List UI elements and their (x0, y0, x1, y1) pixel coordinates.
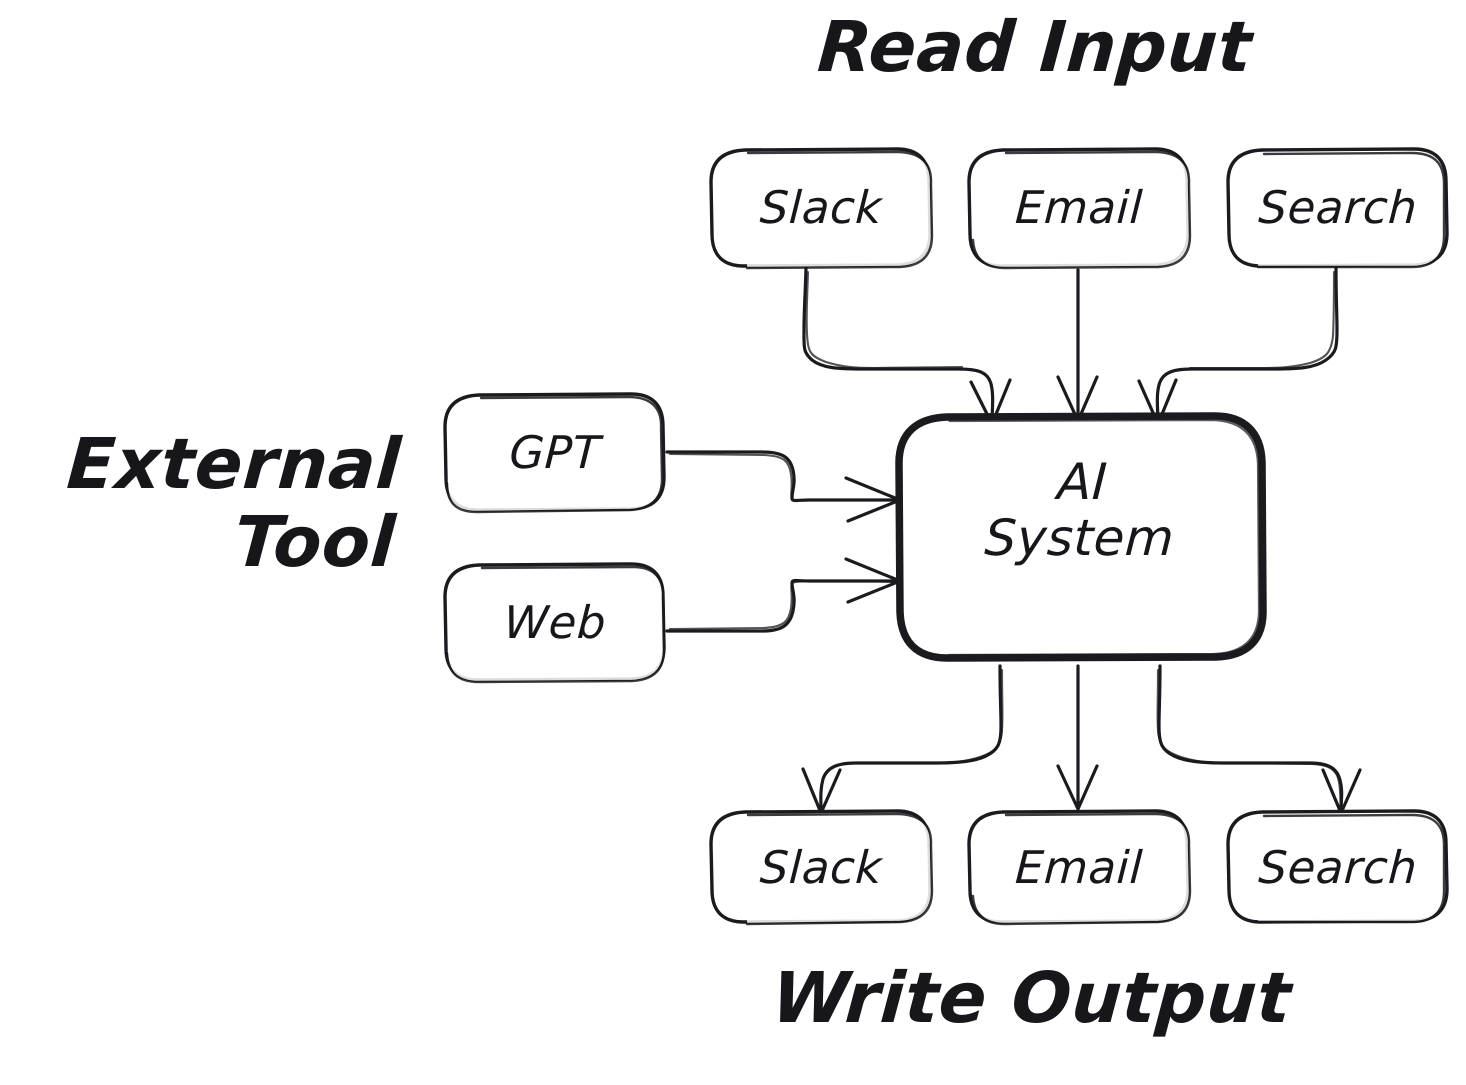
node-box-input-email[interactable] (967, 147, 1192, 270)
label-gpt: GPT (508, 426, 602, 479)
node-box-output-slack[interactable] (709, 809, 934, 926)
label-ai-system: AI System (896, 453, 1266, 567)
label-input-email: Email (1013, 181, 1145, 234)
section-title-write-output: Write Output (769, 957, 1295, 1039)
edge-core-to-output-email (1056, 664, 1099, 811)
node-box-input-slack[interactable] (709, 147, 934, 270)
external-tool-line-1: External (64, 423, 404, 505)
label-output-email: Email (1013, 841, 1145, 894)
node-box-gpt[interactable] (443, 392, 666, 514)
node-box-input-search[interactable] (1226, 147, 1449, 269)
label-output-search: Search (1257, 841, 1419, 894)
section-title-external-tool: External Tool (0, 423, 404, 584)
label-output-slack: Slack (758, 841, 884, 894)
label-web: Web (502, 596, 608, 649)
section-title-read-input: Read Input (815, 6, 1255, 88)
arrowhead-output-email (1056, 764, 1099, 811)
external-tool-line-2: Tool (231, 501, 399, 584)
label-input-slack: Slack (758, 181, 884, 234)
ai-system-line-1: AI (1055, 453, 1109, 511)
node-box-ai-system[interactable] (895, 412, 1267, 662)
node-box-output-search[interactable] (1226, 809, 1449, 924)
ai-system-line-2: System (983, 509, 1176, 567)
node-box-output-email[interactable] (967, 809, 1192, 926)
node-box-web[interactable] (443, 562, 666, 684)
label-input-search: Search (1257, 181, 1419, 234)
